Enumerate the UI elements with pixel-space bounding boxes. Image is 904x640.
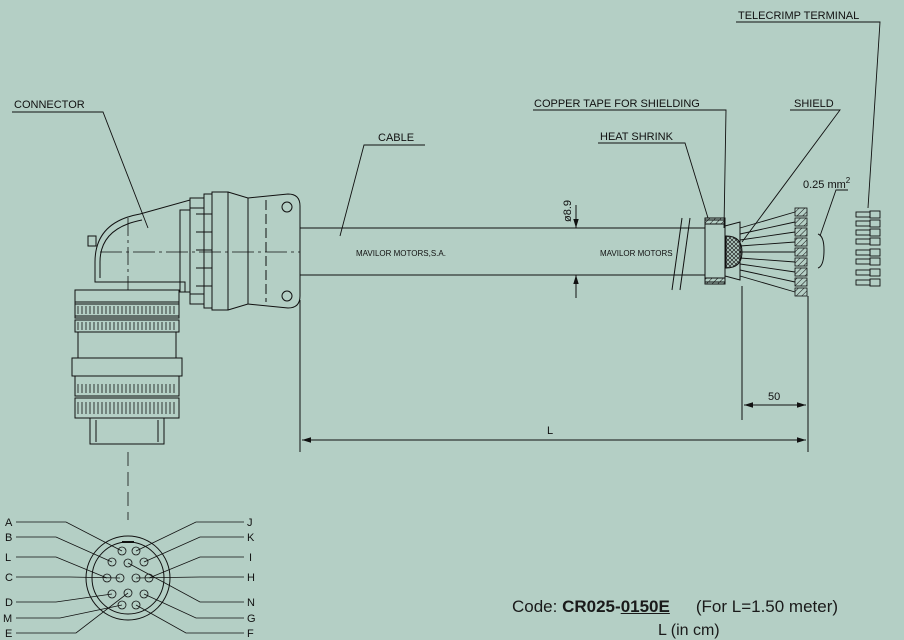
code-sub: L (in cm) <box>658 622 720 639</box>
coupling-nut <box>71 289 183 445</box>
pin-label: J <box>247 517 253 529</box>
wire-ends <box>794 207 808 297</box>
pin-label: I <box>249 552 252 564</box>
telecrimp-terminals <box>855 210 881 287</box>
pin-labels-left: A B L C D M E <box>3 517 13 639</box>
cable-print-1: MAVILOR MOTORS,S.A. <box>356 249 446 258</box>
pin-leaders <box>16 521 244 634</box>
pin-label: A <box>5 517 13 529</box>
pin-label: C <box>5 572 13 584</box>
cable-label: CABLE <box>378 132 414 144</box>
center-lines <box>100 218 300 520</box>
pin-label: D <box>5 597 13 609</box>
connector-label: CONNECTOR <box>14 99 85 111</box>
pin-labels-right: J K I H N G F <box>247 517 256 639</box>
pin-label: B <box>5 532 12 544</box>
code-prefix: Code: <box>512 597 563 616</box>
code-part-1: CR025- <box>562 597 621 616</box>
length-dimensions <box>299 286 809 452</box>
copper-tape-label: COPPER TAPE FOR SHIELDING <box>534 98 700 110</box>
wire-fan <box>739 211 796 293</box>
code-part-2: 0150E <box>620 597 670 616</box>
heat-shrink-label: HEAT SHRINK <box>600 131 674 143</box>
diameter-label: ø8.9 <box>562 200 574 222</box>
dim-l-label: L <box>547 425 553 437</box>
pin-label: F <box>247 628 254 639</box>
leader-lines <box>12 21 881 243</box>
dim-50-label: 50 <box>768 391 780 403</box>
part-code: Code: CR025-0150E (For L=1.50 meter) <box>512 597 838 617</box>
pin-label: G <box>247 613 256 625</box>
wire-size-label: 0.25 mm2 <box>803 176 851 191</box>
connector-body <box>87 191 301 311</box>
telecrimp-label: TELECRIMP TERMINAL <box>738 10 859 22</box>
pin-face <box>85 535 171 621</box>
pin-holes <box>102 546 154 610</box>
code-note: (For L=1.50 meter) <box>695 597 839 616</box>
shield-label: SHIELD <box>794 98 834 110</box>
cable <box>300 217 705 291</box>
pin-label: N <box>247 597 255 609</box>
termination <box>704 217 743 285</box>
pin-label: H <box>247 572 255 584</box>
pin-label: L <box>5 552 11 564</box>
wire-bracket <box>817 233 825 269</box>
cable-print-2: MAVILOR MOTORS <box>600 249 673 258</box>
pin-label: E <box>5 628 12 639</box>
pin-label: K <box>247 532 255 544</box>
pin-label: M <box>3 613 12 625</box>
flange-ribs <box>196 213 212 287</box>
